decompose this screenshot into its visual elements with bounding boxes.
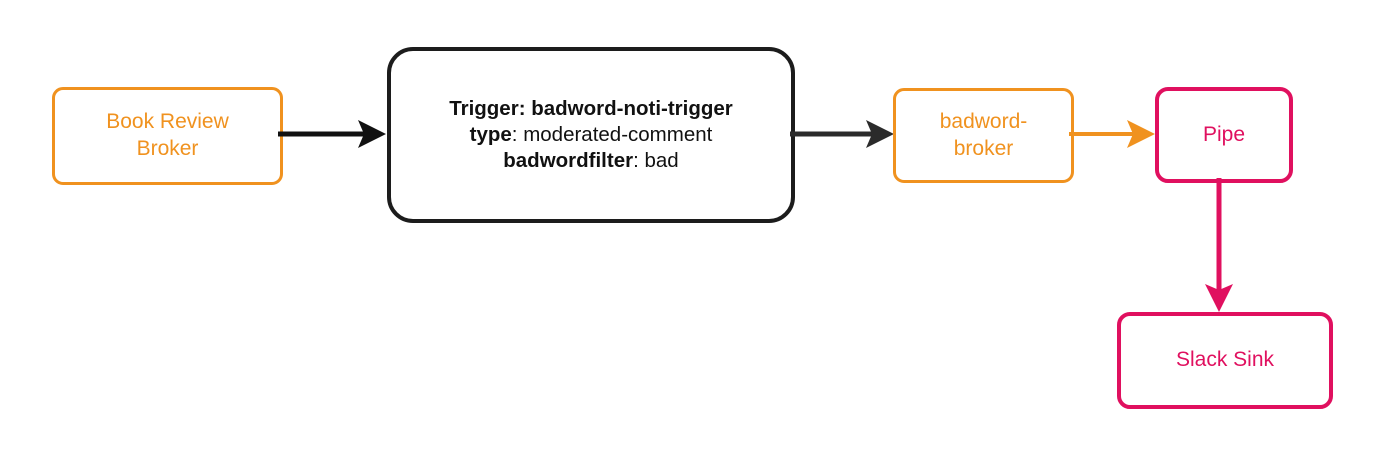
trigger-type-key: type <box>469 122 512 146</box>
node-label-line-1: badword- <box>939 109 1028 133</box>
node-label-line-2: broker <box>953 136 1014 160</box>
trigger-badwordfilter-sep: : <box>633 149 645 173</box>
node-label: Slack Sink <box>1175 348 1275 372</box>
trigger-badwordfilter-value: bad <box>644 149 679 173</box>
edge-trigger-to-badword <box>790 110 900 163</box>
trigger-line-3: badwordfilter: bad <box>449 148 733 174</box>
node-badword-broker[interactable]: badword- broker <box>893 88 1074 183</box>
node-label-line-1: Book Review <box>106 110 229 134</box>
trigger-type-sep: : <box>511 122 524 146</box>
trigger-badwordfilter-key: badwordfilter <box>503 149 634 173</box>
node-label-line-2: Broker <box>136 137 199 160</box>
trigger-line-2: type: moderated-comment <box>449 122 733 148</box>
edge-badword-to-pipe <box>1069 110 1161 163</box>
node-label: Book Review Broker <box>106 109 229 163</box>
node-label: Trigger: badword-noti-trigger type: mode… <box>435 96 747 175</box>
node-label: Pipe <box>1202 122 1246 146</box>
node-book-review-broker[interactable]: Book Review Broker <box>52 87 283 185</box>
trigger-line-1: Trigger: badword-noti-trigger <box>449 96 733 120</box>
node-label: badword- broker <box>940 109 1028 163</box>
trigger-type-value: moderated-comment <box>523 122 713 146</box>
edge-pipe-to-slack <box>1195 178 1243 321</box>
node-pipe[interactable]: Pipe <box>1155 87 1293 183</box>
node-badword-noti-trigger[interactable]: Trigger: badword-noti-trigger type: mode… <box>387 47 795 223</box>
node-slack-sink[interactable]: Slack Sink <box>1117 312 1333 409</box>
edge-broker-to-trigger <box>278 110 390 163</box>
